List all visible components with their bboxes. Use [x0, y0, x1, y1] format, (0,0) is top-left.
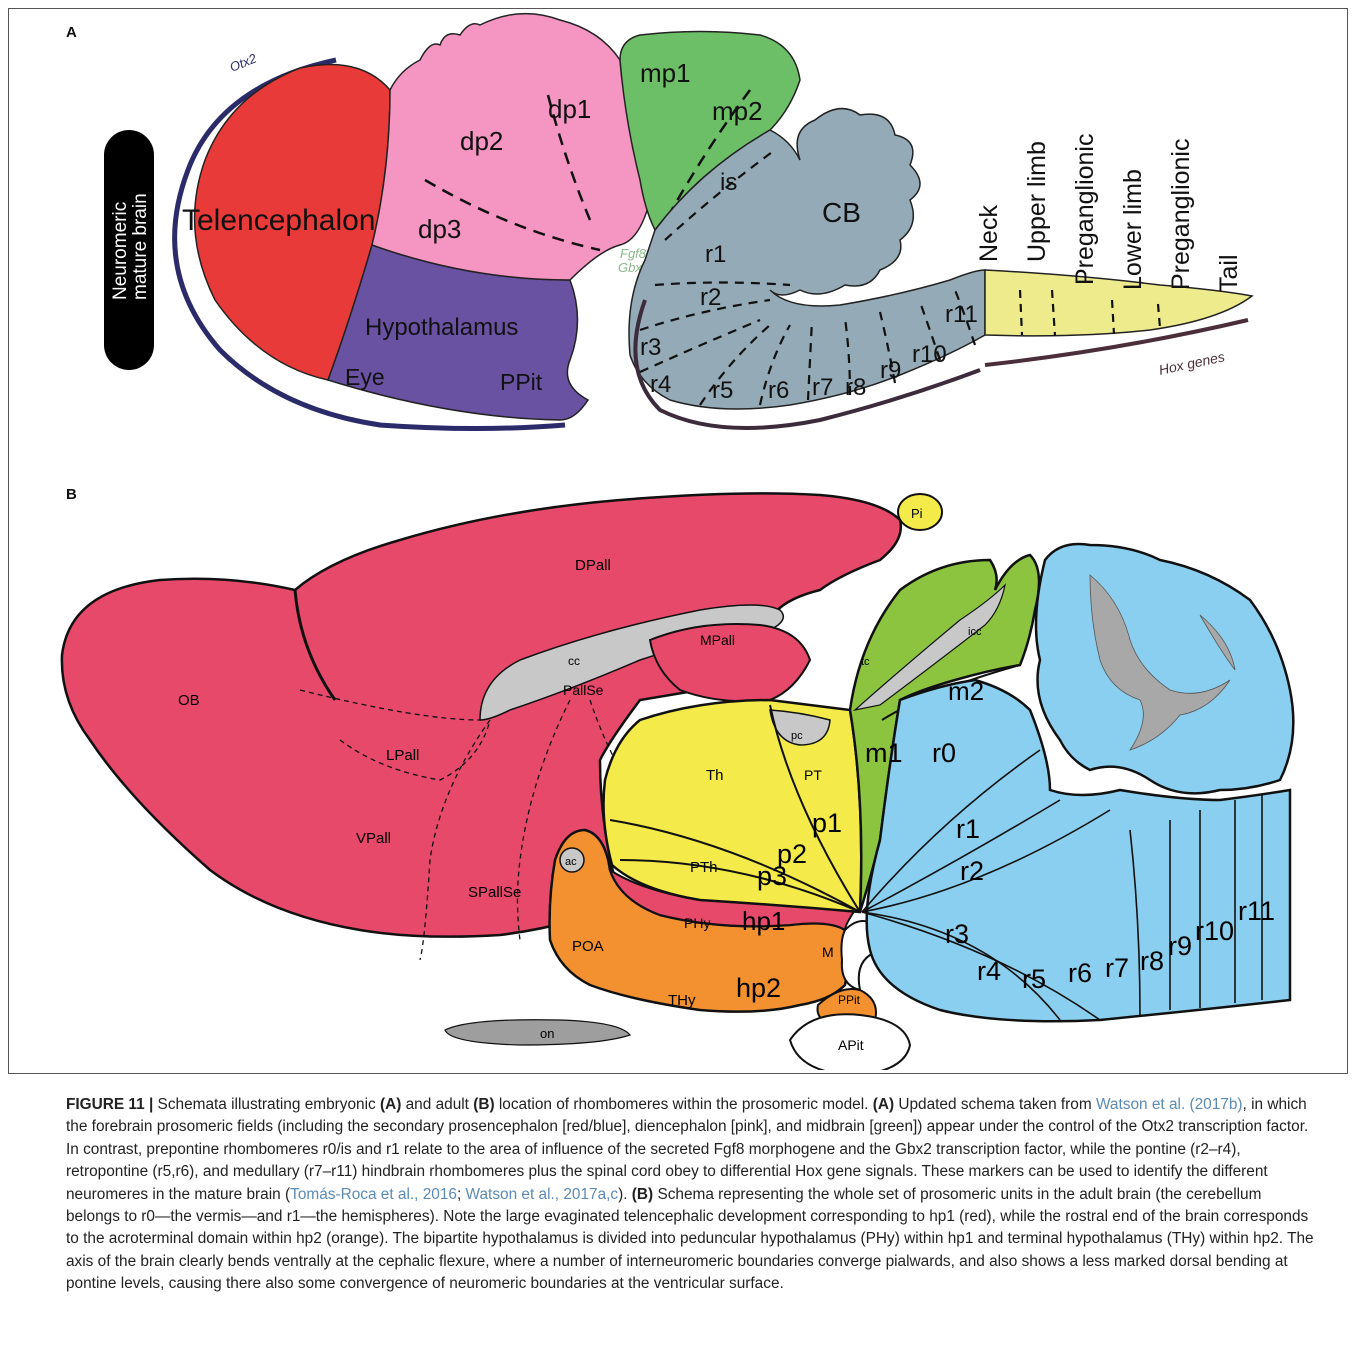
- fgf8-label: Fgf8: [620, 246, 647, 261]
- neuromeric-label-line2: mature brain: [130, 193, 151, 300]
- caption-ref-tomas-roca[interactable]: Tomás-Roca et al., 2016: [290, 1186, 457, 1203]
- spinal-label-neck: Neck: [975, 205, 1003, 262]
- caption-title: FIGURE 11 |: [66, 1096, 153, 1113]
- caption-text-6: ).: [618, 1186, 632, 1203]
- b-icc-label: icc: [968, 626, 982, 638]
- a-r6-label: r6: [768, 377, 789, 404]
- ppit-label: PPit: [500, 369, 543, 395]
- b-cerebellum-region: [1036, 544, 1293, 793]
- spinal-label-lower-limb: Lower limb: [1119, 169, 1147, 290]
- b-ppit-label: PPit: [838, 993, 861, 1007]
- b-m2-label: m2: [948, 676, 984, 706]
- figure-caption: FIGURE 11 | Schemata illustrating embryo…: [66, 1094, 1316, 1296]
- eye-label: Eye: [345, 364, 385, 390]
- b-hp2-label: hp2: [736, 973, 781, 1003]
- b-r4-label: r4: [977, 956, 1001, 986]
- b-th-label: Th: [706, 767, 724, 784]
- a-r10-label: r10: [912, 341, 947, 368]
- hox-label: Hox genes: [1157, 348, 1226, 378]
- b-dpall-label: DPall: [575, 557, 611, 574]
- b-pallse-label: PallSe: [563, 682, 604, 698]
- b-r5-label: r5: [1022, 964, 1046, 994]
- otx2-label: Otx2: [228, 50, 260, 74]
- dp2-label: dp2: [460, 126, 503, 156]
- is-label: is: [720, 169, 737, 196]
- b-r0-label: r0: [932, 738, 956, 768]
- b-lpall-label: LPall: [386, 747, 419, 764]
- caption-ref-watson-2017ac[interactable]: Watson et al., 2017a,c: [466, 1186, 619, 1203]
- caption-separator: ;: [457, 1186, 466, 1203]
- b-hp1-label: hp1: [742, 906, 785, 936]
- panel-b-diagram: Pi DPall OB cc MPall PallSe LPall VPall …: [0, 470, 1356, 1070]
- cb-label: CB: [822, 197, 861, 228]
- mp1-label: mp1: [640, 58, 691, 88]
- dp3-label: dp3: [418, 214, 461, 244]
- a-r3-label: r3: [640, 334, 661, 361]
- b-pi-label: Pi: [911, 506, 923, 521]
- mp2-label: mp2: [712, 96, 763, 126]
- a-r2-label: r2: [700, 284, 721, 311]
- b-m1-label: m1: [865, 738, 903, 768]
- b-tc-label: tc: [861, 656, 870, 668]
- b-r2-label: r2: [960, 856, 984, 886]
- a-r5-label: r5: [712, 377, 733, 404]
- b-on-label: on: [540, 1026, 554, 1041]
- b-pc-label: pc: [791, 730, 803, 742]
- panel-a-diagram: Neuromeric mature brain Otx2 Telencephal…: [0, 0, 1356, 470]
- a-r1-label: r1: [705, 241, 726, 268]
- b-r8-label: r8: [1140, 946, 1164, 976]
- b-r10-label: r10: [1195, 916, 1234, 946]
- hypothalamus-label: Hypothalamus: [365, 314, 518, 341]
- spinal-label-tail: Tail: [1215, 254, 1243, 292]
- caption-b2: (B): [632, 1186, 653, 1203]
- b-ac-label: ac: [565, 856, 577, 868]
- a-r9-label: r9: [880, 357, 901, 384]
- b-r3-label: r3: [945, 919, 969, 949]
- caption-text-4: Updated schema taken from: [894, 1096, 1096, 1113]
- a-r7-label: r7: [812, 374, 833, 401]
- b-r1-label: r1: [956, 814, 980, 844]
- a-r4-label: r4: [650, 371, 671, 398]
- diencephalon-region: [372, 14, 650, 280]
- caption-a: (A): [380, 1096, 401, 1113]
- b-r6-label: r6: [1068, 958, 1092, 988]
- b-r11-label: r11: [1238, 896, 1275, 926]
- caption-b: (B): [473, 1096, 494, 1113]
- b-p1-label: p1: [812, 808, 842, 838]
- spinal-label-upper-limb: Upper limb: [1023, 141, 1051, 262]
- dp1-label: dp1: [548, 94, 591, 124]
- b-thy-label: THy: [668, 992, 696, 1009]
- b-spallse-label: SPallSe: [468, 884, 521, 901]
- spinal-label-preganglionic-1: Preganglionic: [1071, 134, 1099, 286]
- optic-nerve: [445, 1020, 630, 1045]
- b-r7-label: r7: [1105, 953, 1129, 983]
- b-m-label: M: [822, 944, 834, 960]
- b-r9-label: r9: [1168, 931, 1192, 961]
- spinal-label-preganglionic-2: Preganglionic: [1167, 139, 1195, 291]
- a-r8-label: r8: [845, 374, 866, 401]
- b-vpall-label: VPall: [356, 830, 391, 847]
- b-ob-label: OB: [178, 692, 200, 709]
- caption-text-2: and adult: [401, 1096, 473, 1113]
- caption-text-3: location of rhombomeres within the proso…: [495, 1096, 873, 1113]
- b-p3-label: p3: [757, 861, 787, 891]
- telencephalon-label: Telencephalon: [182, 204, 376, 237]
- caption-a2: (A): [873, 1096, 894, 1113]
- b-pth-label: PTh: [690, 859, 718, 876]
- b-cc-label: cc: [568, 654, 580, 668]
- neuromeric-label-line1: Neuromeric: [110, 202, 131, 300]
- a-r11-label: r11: [945, 301, 978, 328]
- b-mpall-label: MPall: [700, 632, 735, 648]
- b-pt-label: PT: [804, 767, 822, 783]
- b-poa-label: POA: [572, 938, 604, 955]
- b-phy-label: PHy: [684, 915, 710, 931]
- caption-text-1: Schemata illustrating embryonic: [153, 1096, 380, 1113]
- b-apit-label: APit: [838, 1037, 864, 1053]
- caption-ref-watson-2017b[interactable]: Watson et al. (2017b): [1096, 1096, 1243, 1113]
